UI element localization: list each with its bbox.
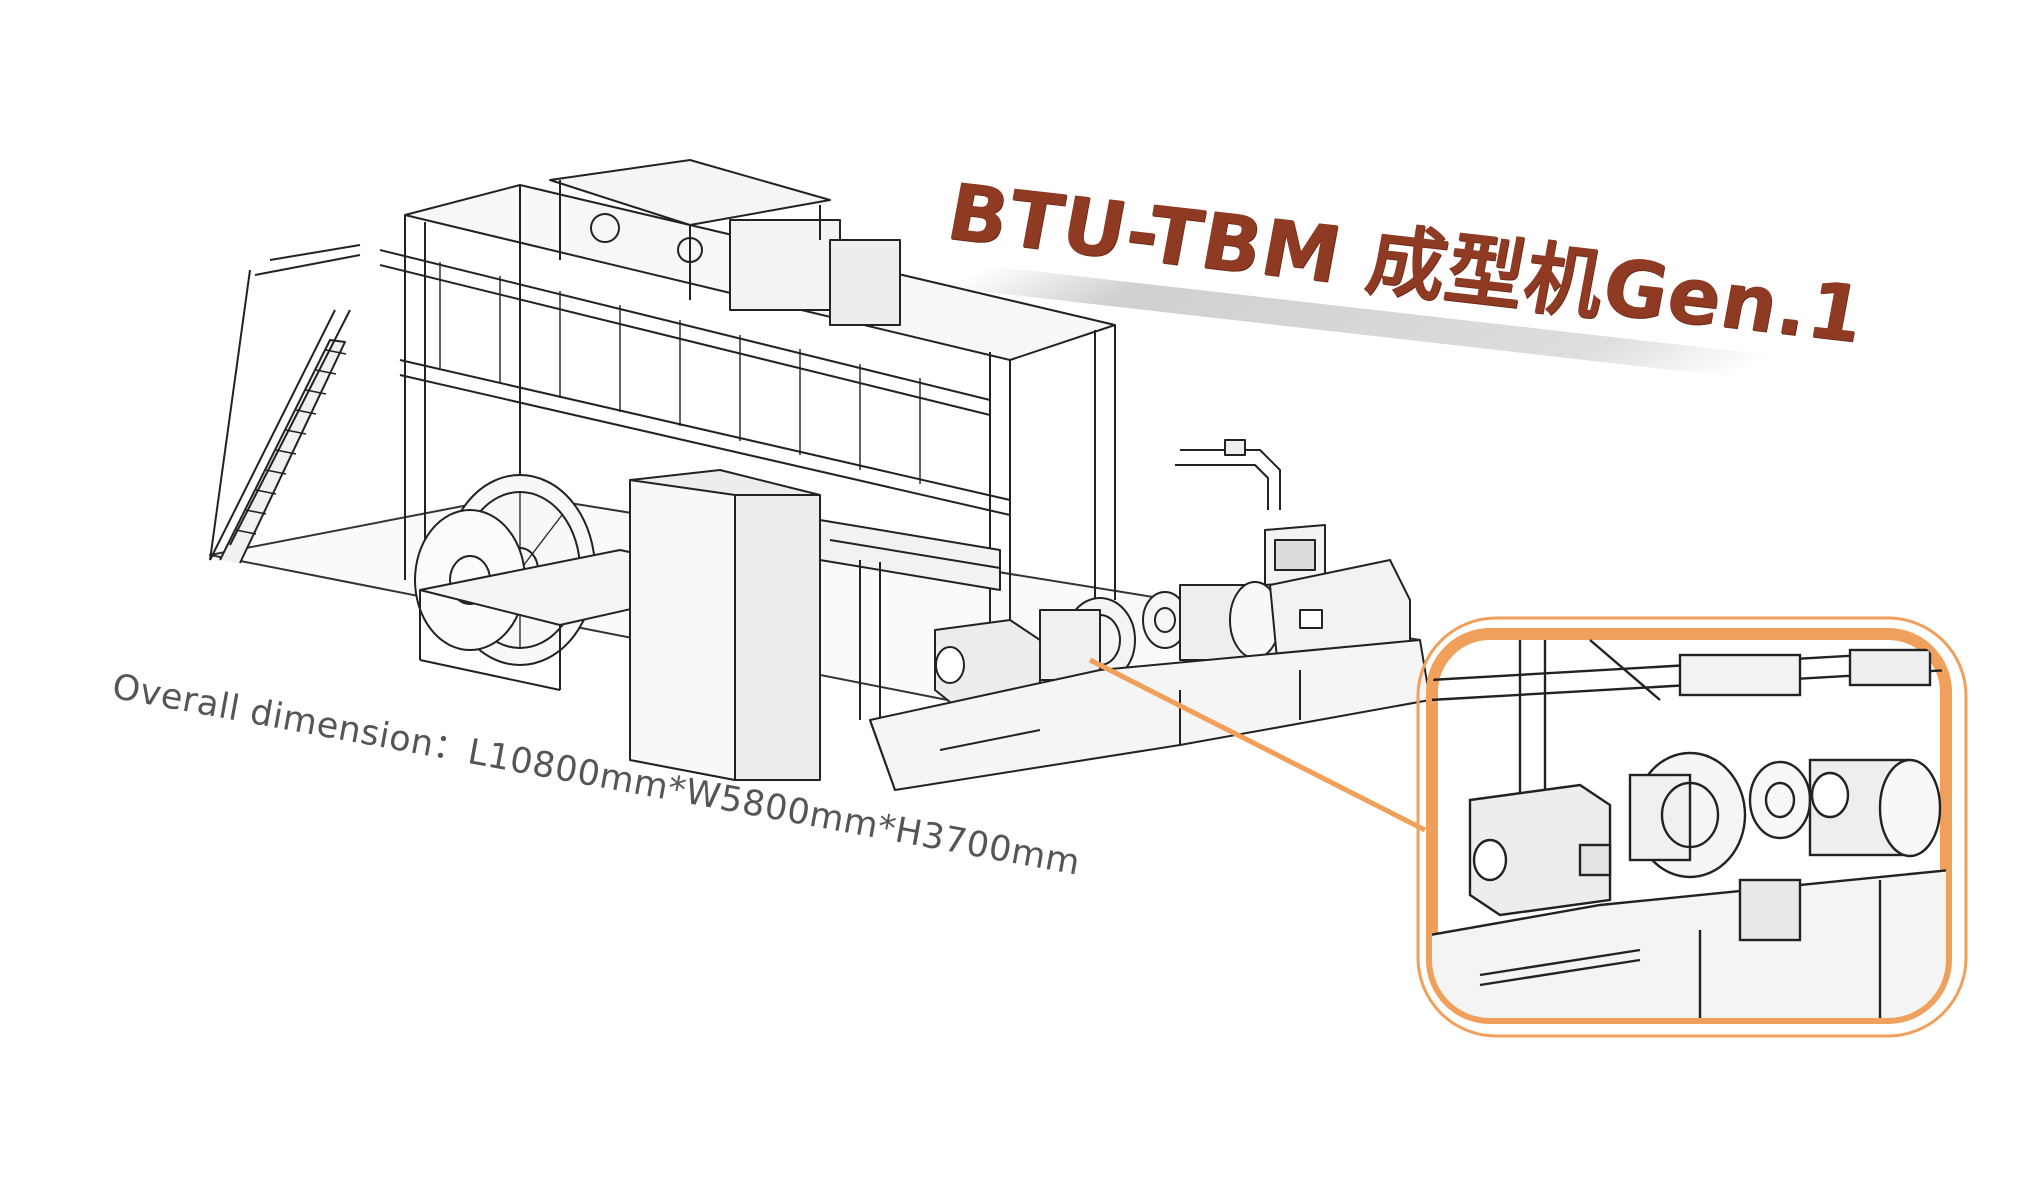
detail-callout bbox=[1416, 616, 1968, 1038]
middle-conveyor bbox=[819, 519, 1001, 720]
motor-gearbox bbox=[934, 581, 1281, 711]
pipes bbox=[1175, 439, 1281, 510]
electrical-cabinet bbox=[629, 469, 821, 781]
callout-connector bbox=[1088, 657, 1427, 833]
top-tower bbox=[549, 159, 901, 326]
staircase bbox=[209, 244, 361, 564]
